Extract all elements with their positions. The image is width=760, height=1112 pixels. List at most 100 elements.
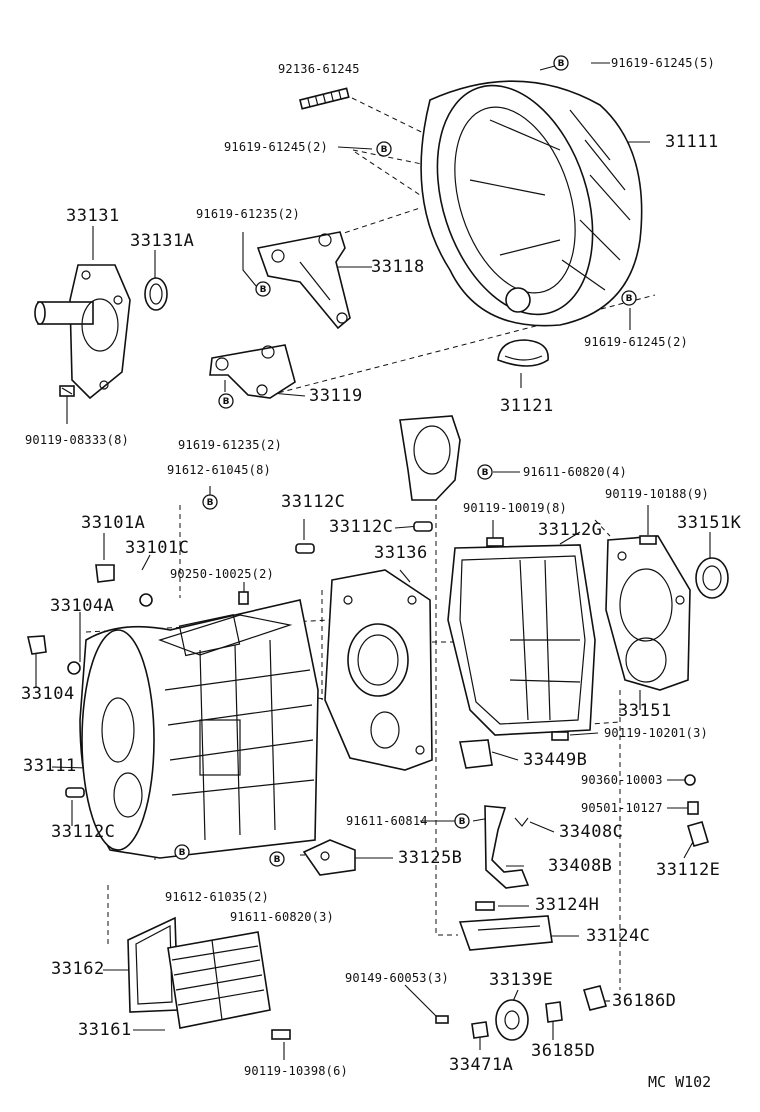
svg-text:B: B	[482, 468, 489, 478]
callout-90119-10398-6: 90119-10398(6)	[244, 1064, 348, 1078]
bolt-90119-08333	[59, 385, 75, 397]
callout-33151K: 33151K	[677, 513, 742, 533]
plug-33112E	[687, 821, 709, 847]
bolt-marker-icon: B	[174, 844, 190, 860]
svg-text:B: B	[558, 59, 565, 69]
callout-91611-60820-4: 91611-60820(4)	[523, 465, 627, 479]
svg-text:B: B	[274, 855, 281, 865]
callout-33124H: 33124H	[535, 895, 600, 915]
case-33112G	[447, 544, 596, 736]
bolt-marker-icon: B	[376, 141, 392, 157]
bolt-marker-icon: B	[255, 281, 271, 297]
part-33471A	[471, 1021, 489, 1039]
callout-31111: 31111	[665, 132, 719, 152]
ring-90360	[684, 774, 696, 786]
svg-text:B: B	[459, 817, 466, 827]
bolt-marker-icon: B	[477, 464, 493, 480]
bolt-marker-icon: B	[218, 393, 234, 409]
dowel-33112C-a	[295, 543, 315, 554]
callout-31121: 31121	[500, 396, 554, 416]
clip-33449B	[459, 739, 493, 769]
callout-36185D: 36185D	[531, 1041, 596, 1061]
bolt-marker-icon: B	[454, 813, 470, 829]
oil-seal-33131A	[144, 277, 168, 311]
bolt-90119-10019	[486, 537, 504, 547]
callout-33471A: 33471A	[449, 1055, 514, 1075]
callout-33104A: 33104A	[50, 596, 115, 616]
bell-housing-31111	[420, 80, 643, 327]
dowel-33112C-c	[65, 787, 85, 798]
plug-33104	[27, 635, 47, 655]
bracket-33118	[256, 231, 351, 330]
dowel-33112C-b	[413, 521, 433, 532]
bolt-marker-icon: B	[621, 290, 637, 306]
callout-91611-60820-3: 91611-60820(3)	[230, 910, 334, 924]
spring-33408C	[514, 817, 529, 827]
callout-33139E: 33139E	[489, 970, 554, 990]
callout-90149-60053-3: 90149-60053(3)	[345, 971, 449, 985]
svg-text:B: B	[223, 397, 230, 407]
svg-text:B: B	[260, 285, 267, 295]
callout-91619-61235-2b: 91619-61235(2)	[178, 438, 282, 452]
callout-33112G: 33112G	[538, 520, 603, 540]
callout-91612-61045-8: 91612-61045(8)	[167, 463, 271, 477]
callout-33104: 33104	[21, 684, 75, 704]
bracket-33124C	[458, 915, 553, 951]
callout-90250-10025-2: 90250-10025(2)	[170, 567, 274, 581]
bolt-90119-10201	[551, 731, 569, 741]
callout-33125B: 33125B	[398, 848, 463, 868]
callout-33101A: 33101A	[81, 513, 146, 533]
callout-33408B: 33408B	[548, 856, 613, 876]
svg-text:B: B	[381, 145, 388, 155]
cover-31121	[497, 339, 549, 367]
bolt-90119-10398	[271, 1029, 291, 1040]
callout-90501-10127: 90501-10127	[581, 801, 663, 815]
part-36186D	[582, 985, 608, 1011]
callout-33151: 33151	[618, 701, 672, 721]
svg-text:B: B	[626, 294, 633, 304]
callout-91619-61235-2a: 91619-61235(2)	[196, 207, 300, 221]
gasket-33104A	[67, 661, 81, 675]
callout-90119-10019-8: 90119-10019(8)	[463, 501, 567, 515]
stud-92136	[299, 87, 350, 110]
leader-lines	[35, 62, 711, 1060]
cover-33151	[605, 535, 691, 691]
callout-33408C: 33408C	[559, 822, 624, 842]
callout-92136-61245: 92136-61245	[278, 62, 360, 76]
plug-33101A	[95, 564, 115, 583]
callout-91619-61245-2b: 91619-61245(2)	[584, 335, 688, 349]
part-36185D	[545, 1001, 563, 1023]
callout-91619-61245-2a: 91619-61245(2)	[224, 140, 328, 154]
pin-90250	[238, 591, 249, 605]
svg-text:B: B	[207, 498, 214, 508]
bolt-marker-icon: B	[553, 55, 569, 71]
callout-91611-60814: 91611-60814	[346, 814, 428, 828]
callout-33111: 33111	[23, 756, 77, 776]
callout-33112E: 33112E	[656, 860, 721, 880]
callout-33449B: 33449B	[523, 750, 588, 770]
bolt-marker-icon: B	[269, 851, 285, 867]
callout-91612-61035-2: 91612-61035(2)	[165, 890, 269, 904]
callout-33112C-b: 33112C	[329, 517, 394, 537]
callout-90119-08333-8: 90119-08333(8)	[25, 433, 129, 447]
bracket-33119	[209, 344, 296, 399]
gasket-33101C	[139, 593, 153, 607]
callout-33101C: 33101C	[125, 538, 190, 558]
spring-90501	[687, 801, 699, 815]
plate-33136	[324, 569, 433, 771]
plate-upper	[399, 415, 461, 501]
callout-36186D: 36186D	[612, 991, 677, 1011]
bolt-90119-10188	[639, 535, 657, 545]
callout-33124C: 33124C	[586, 926, 651, 946]
retainer-33131	[34, 264, 131, 400]
callout-90119-10201-3: 90119-10201(3)	[604, 726, 708, 740]
callout-90360-10003: 90360-10003	[581, 773, 663, 787]
callout-33119: 33119	[309, 386, 363, 406]
bracket-33125B	[302, 839, 356, 876]
callout-33162: 33162	[51, 959, 105, 979]
callout-33131A: 33131A	[130, 231, 195, 251]
callout-90119-10188-9: 90119-10188(9)	[605, 487, 709, 501]
diagram-code: MC W102	[648, 1073, 712, 1091]
